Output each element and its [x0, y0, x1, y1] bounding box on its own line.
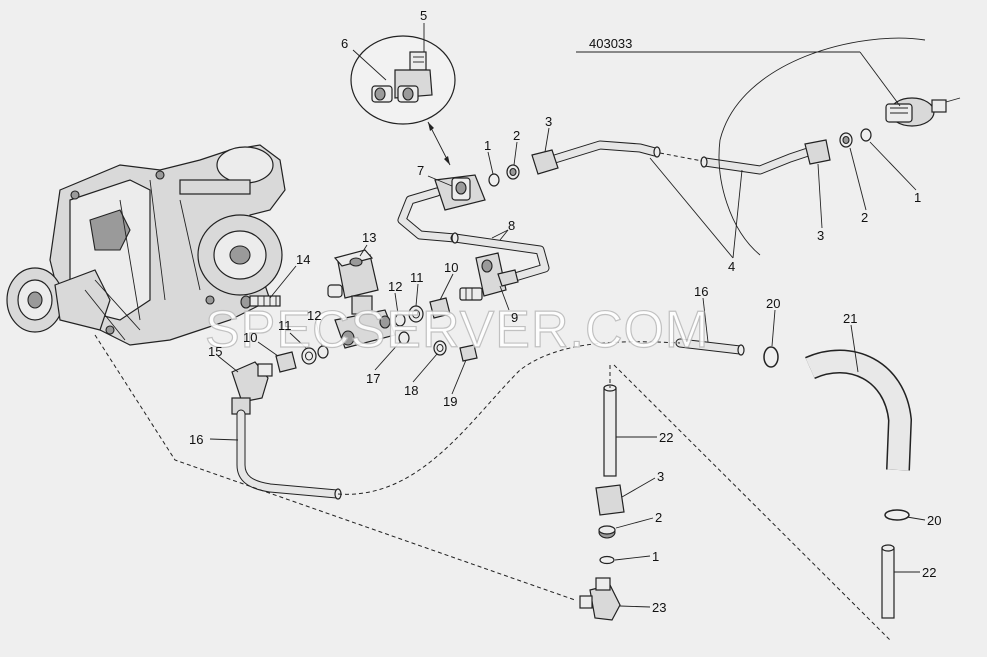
callout-1-top: 1 — [484, 138, 491, 153]
washer-11-left — [301, 347, 317, 365]
callout-16-right: 16 — [694, 284, 708, 299]
tee-detail-view — [350, 35, 456, 125]
callout-3-lower: 3 — [657, 469, 664, 484]
pipe-8 — [450, 232, 550, 285]
callout-17: 17 — [366, 371, 380, 386]
callout-20-upper: 20 — [766, 296, 780, 311]
pipe-4 — [540, 140, 813, 175]
washer-2-upper-right — [839, 132, 853, 148]
washer-18 — [433, 340, 447, 356]
callout-8: 8 — [508, 218, 515, 233]
callout-15: 15 — [208, 344, 222, 359]
callout-11-right: 11 — [410, 270, 424, 285]
callout-12-left: 12 — [307, 308, 321, 323]
callout-2-lower: 2 — [655, 510, 662, 525]
fitting-9 — [459, 252, 519, 301]
washer-12-right — [394, 313, 406, 327]
hose-21 — [805, 349, 913, 471]
washer-12-left — [317, 345, 329, 359]
callout-23: 23 — [652, 600, 666, 615]
callout-3-right: 3 — [817, 228, 824, 243]
callout-3-top: 3 — [545, 114, 552, 129]
callout-7: 7 — [417, 163, 424, 178]
component-403033 — [718, 37, 961, 256]
callouts: 5 6 7 1 2 3 8 13 14 10 11 12 11 12 10 9 … — [189, 8, 941, 615]
callout-1-right: 1 — [914, 190, 921, 205]
callout-14: 14 — [296, 252, 310, 267]
washer-2-lower — [598, 525, 616, 539]
routing-lines — [94, 334, 891, 641]
detail-arrow — [427, 121, 451, 166]
callout-21: 21 — [843, 311, 857, 326]
ring-1-upper-right — [860, 128, 872, 142]
pipe-16-left — [236, 409, 342, 500]
fitting-14 — [240, 295, 281, 309]
callout-1-lower: 1 — [652, 549, 659, 564]
reference-code-403033: 403033 — [589, 36, 632, 51]
callout-11-left: 11 — [278, 318, 292, 333]
transfer-case-assembly — [6, 144, 286, 346]
callout-10-left: 10 — [243, 330, 257, 345]
pipe-22-right — [881, 544, 895, 619]
callout-16-left: 16 — [189, 432, 203, 447]
nut-3-lower — [595, 484, 625, 516]
nut-10-left — [275, 351, 297, 373]
ring-1-lower — [599, 555, 615, 565]
callout-9: 9 — [511, 310, 518, 325]
callout-2-top: 2 — [513, 128, 520, 143]
callout-6: 6 — [341, 36, 348, 51]
washer-2-upper-left — [506, 164, 520, 180]
callout-5: 5 — [420, 8, 427, 23]
nut-3-upper-right — [804, 139, 831, 165]
clamp-20-lower — [884, 509, 910, 521]
washer-17 — [398, 331, 410, 345]
callout-18: 18 — [404, 383, 418, 398]
elbow-23 — [579, 577, 621, 621]
callout-4: 4 — [728, 259, 735, 274]
pipe-22-middle — [603, 384, 617, 477]
valve-13 — [327, 249, 396, 349]
pipe-16-right — [675, 338, 745, 356]
elbow-15 — [231, 361, 273, 415]
callout-2-right: 2 — [861, 210, 868, 225]
nut-19 — [459, 344, 478, 362]
callout-20-lower: 20 — [927, 513, 941, 528]
callout-22-right: 22 — [922, 565, 936, 580]
ring-1-upper-left — [488, 173, 500, 187]
watermark: SPECSERVER.COM — [205, 301, 709, 359]
leader-lines — [209, 23, 926, 608]
callout-10-right: 10 — [444, 260, 458, 275]
callout-12-right: 12 — [388, 279, 402, 294]
callout-22-middle: 22 — [659, 430, 673, 445]
nut-3-upper-left — [531, 149, 559, 175]
tee-fitting-7 — [397, 174, 486, 243]
callout-19: 19 — [443, 394, 457, 409]
clamp-20-upper — [763, 346, 779, 368]
callout-13: 13 — [362, 230, 376, 245]
